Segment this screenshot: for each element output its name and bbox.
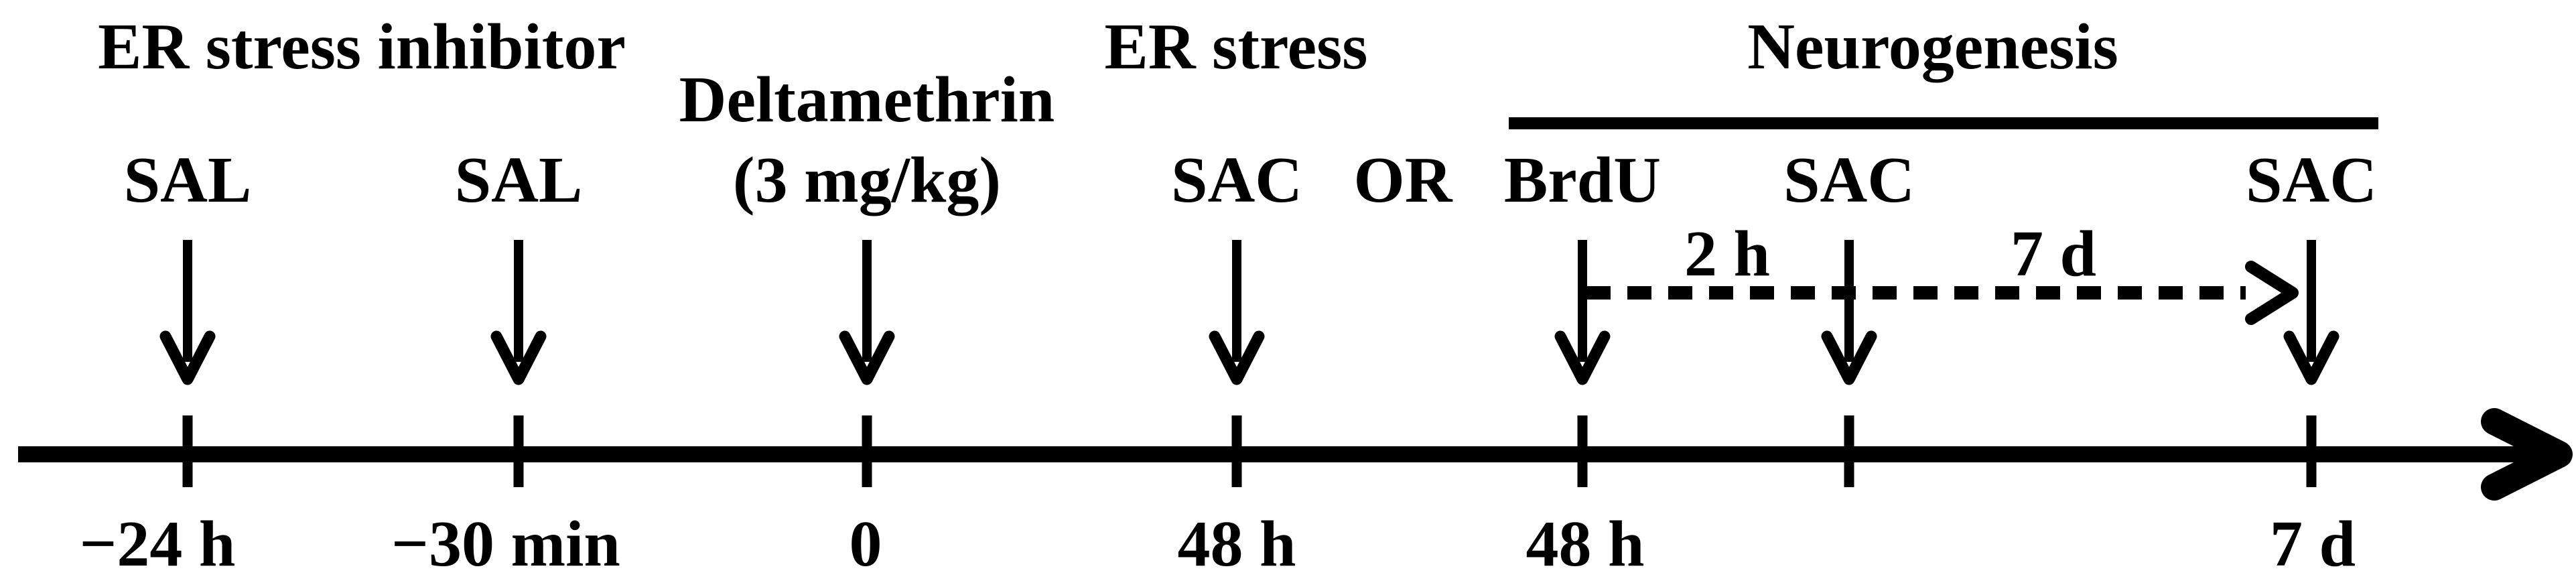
event-label: SAL xyxy=(454,144,583,216)
down-arrowhead-icon xyxy=(839,330,895,385)
event-sublabel: (3 mg/kg) xyxy=(732,144,1002,216)
down-arrowhead-icon xyxy=(2283,330,2340,385)
tick-label: −30 min xyxy=(391,508,620,580)
tick-label: 48 h xyxy=(1177,508,1296,580)
down-arrowhead-icon xyxy=(1554,330,1611,385)
down-arrowhead-icon xyxy=(1209,330,1265,385)
phase-title: ER stress inhibitor xyxy=(98,11,626,83)
interval-label: 7 d xyxy=(2010,218,2097,290)
down-arrowhead-icon xyxy=(159,330,216,385)
or-label: OR xyxy=(1353,144,1452,216)
down-arrowhead-icon xyxy=(490,330,547,385)
event-label: Deltamethrin xyxy=(679,64,1055,136)
interval-label: 2 h xyxy=(1684,218,1771,290)
tick-label: 0 xyxy=(849,508,882,580)
phase-title: ER stress xyxy=(1104,11,1368,83)
event-label: SAL xyxy=(123,144,252,216)
event-label: SAC xyxy=(2245,144,2378,216)
down-arrowhead-icon xyxy=(1821,330,1877,385)
right-arrowhead-icon xyxy=(2245,261,2299,325)
phase-title: Neurogenesis xyxy=(1747,11,2118,83)
tick-label: 7 d xyxy=(2269,508,2356,580)
event-label: BrdU xyxy=(1503,144,1662,216)
event-label: SAC xyxy=(1783,144,1915,216)
tick-label: −24 h xyxy=(79,508,236,580)
timeline-arrowhead-icon xyxy=(2481,408,2573,501)
event-label: SAC xyxy=(1170,144,1303,216)
tick-label: 48 h xyxy=(1526,508,1645,580)
